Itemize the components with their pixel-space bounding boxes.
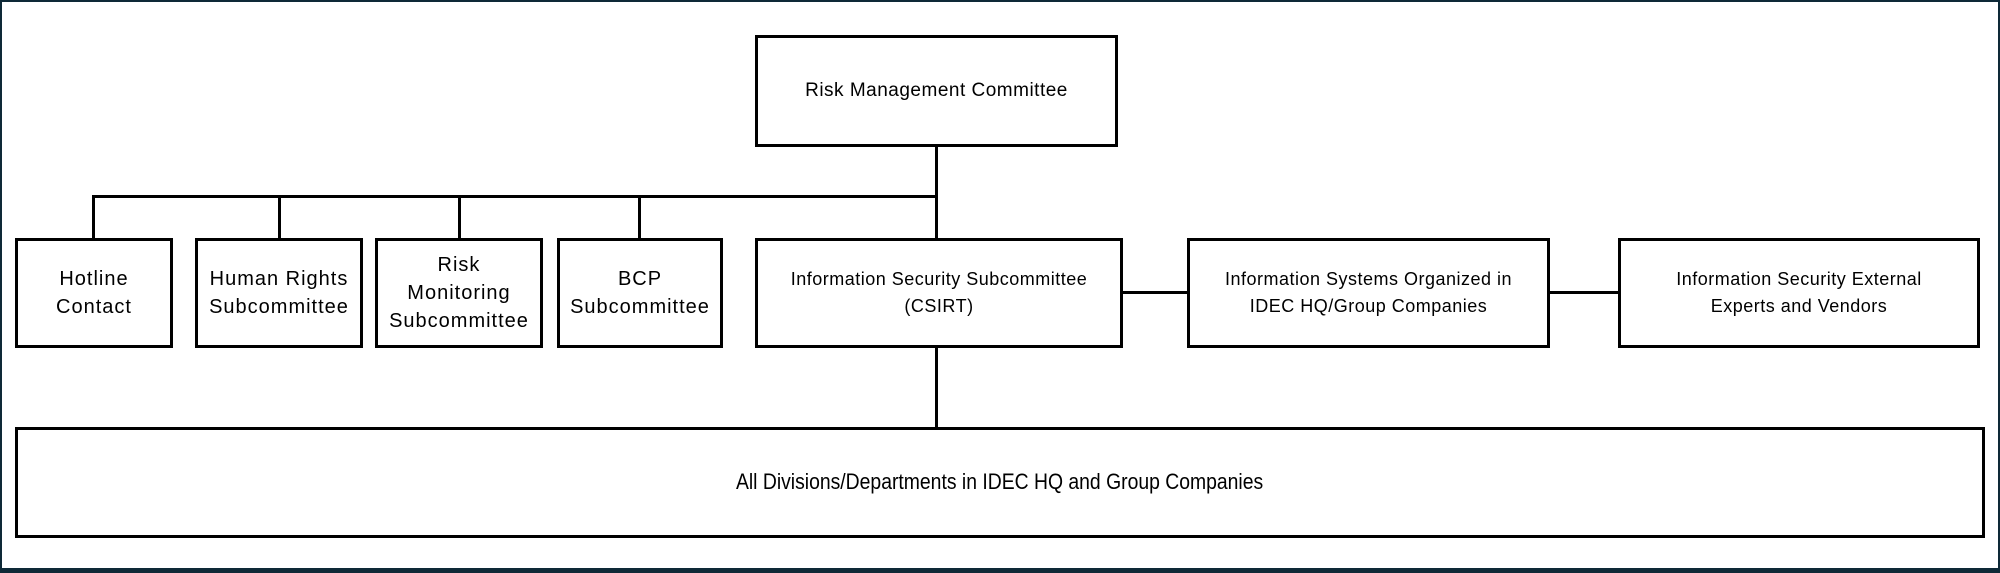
connector-drop-human-rights <box>278 195 281 238</box>
node-all-divisions-departments: All Divisions/Departments in IDEC HQ and… <box>15 427 1985 538</box>
node-risk-monitoring-subcommittee: Risk Monitoring Subcommittee <box>375 238 543 348</box>
node-label-information-security-subcommittee-csirt: Information Security Subcommittee (CSIRT… <box>790 269 1088 316</box>
node-label-information-systems-idec-hq-group: Information Systems Organized in IDEC HQ… <box>1224 269 1513 316</box>
connector-root-vertical <box>935 147 938 239</box>
node-risk-management-committee: Risk Management Committee <box>755 35 1118 147</box>
node-information-security-subcommittee-csirt: Information Security Subcommittee (CSIRT… <box>755 238 1123 348</box>
node-human-rights-subcommittee: Human Rights Subcommittee <box>195 238 363 348</box>
node-label-human-rights-subcommittee: Human Rights Subcommittee <box>209 268 349 318</box>
node-label-risk-monitoring-subcommittee: Risk Monitoring Subcommittee <box>389 254 529 332</box>
connector-drop-hotline <box>92 195 95 238</box>
node-information-systems-idec-hq-group: Information Systems Organized in IDEC HQ… <box>1187 238 1550 348</box>
connector-information-systems-to-external <box>1548 291 1618 294</box>
connector-csirt-to-all-divisions <box>935 347 938 428</box>
node-hotline-contact: Hotline Contact <box>15 238 173 348</box>
node-bcp-subcommittee: BCP Subcommittee <box>557 238 723 348</box>
node-label-risk-management-committee: Risk Management Committee <box>805 79 1068 101</box>
node-label-all-divisions-departments: All Divisions/Departments in IDEC HQ and… <box>736 469 1264 495</box>
connector-drop-risk-monitoring <box>458 195 461 238</box>
node-label-bcp-subcommittee: BCP Subcommittee <box>570 268 710 318</box>
node-label-hotline-contact: Hotline Contact <box>56 268 132 318</box>
connector-horizontal-bus <box>92 195 938 198</box>
node-information-security-external-experts: Information Security External Experts an… <box>1618 238 1980 348</box>
connector-csirt-to-information-systems <box>1121 291 1187 294</box>
node-label-information-security-external-experts: Information Security External Experts an… <box>1676 269 1922 316</box>
connector-drop-bcp <box>638 195 641 238</box>
